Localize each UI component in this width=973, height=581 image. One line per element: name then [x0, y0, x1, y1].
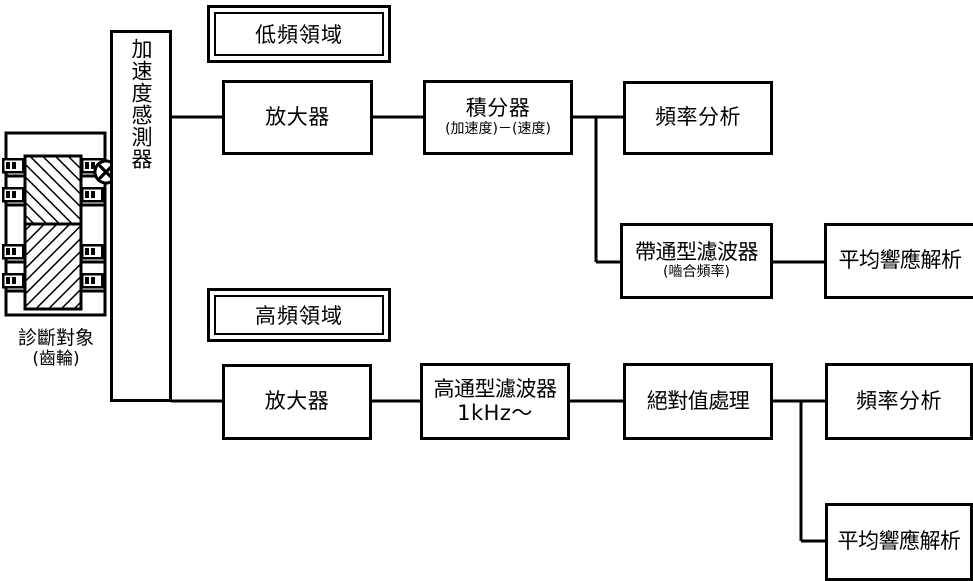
accelerometer-label: 加速度感測器 — [129, 38, 153, 170]
block-amplifier-high[interactable]: 放大器 — [222, 364, 372, 440]
block-highpass-filter-label: 高通型濾波器 — [433, 376, 558, 401]
diagnosis-target-caption: 診斷對象 (齒輪) — [0, 327, 112, 369]
diagnosis-target-caption-sub: (齒輪) — [32, 349, 80, 370]
block-integrator[interactable]: 積分器 (加速度)－(速度) — [423, 80, 573, 155]
section-banner-high-band-label: 高頻領域 — [255, 304, 343, 328]
block-amplifier-low-label: 放大器 — [265, 104, 330, 129]
section-banner-low-band: 低頻領域 — [207, 5, 391, 63]
block-frequency-analysis-bottom[interactable]: 頻率分析 — [825, 363, 973, 440]
block-integrator-sublabel: (加速度)－(速度) — [445, 120, 551, 137]
gear-teeth-left-fill — [6, 162, 16, 284]
block-amplifier-high-label: 放大器 — [264, 389, 330, 414]
section-banner-low-band-label: 低頻領域 — [255, 23, 343, 47]
block-frequency-analysis-bottom-label: 頻率分析 — [856, 388, 942, 413]
accelerometer-box[interactable] — [110, 30, 172, 402]
block-average-response-bottom[interactable]: 平均響應解析 — [825, 503, 973, 581]
block-frequency-analysis-top[interactable]: 頻率分析 — [623, 81, 773, 155]
gear-body-upper — [23, 154, 83, 226]
block-absolute-value[interactable]: 絕對值處理 — [623, 363, 773, 440]
block-amplifier-low[interactable]: 放大器 — [222, 80, 373, 155]
block-frequency-analysis-top-label: 頻率分析 — [655, 105, 741, 130]
gear-teeth-right-fill — [85, 162, 95, 284]
block-highpass-filter[interactable]: 高通型濾波器 1kHz～ — [420, 363, 570, 440]
gear-body-lower — [23, 222, 83, 311]
block-bandpass-filter[interactable]: 帶通型濾波器 (嚙合頻率) — [620, 223, 773, 299]
section-banner-high-band: 高頻領域 — [207, 288, 391, 342]
block-average-response-top-label: 平均響應解析 — [838, 248, 963, 273]
block-absolute-value-label: 絕對值處理 — [646, 388, 750, 413]
block-bandpass-filter-sublabel: (嚙合頻率) — [663, 264, 730, 281]
block-bandpass-filter-label: 帶通型濾波器 — [635, 239, 759, 264]
gear-artwork — [1, 131, 119, 317]
diagnosis-target-caption-main: 診斷對象 — [17, 327, 94, 349]
block-average-response-bottom-label: 平均響應解析 — [837, 529, 962, 554]
block-integrator-label: 積分器 — [465, 96, 531, 121]
block-highpass-filter-sublabel: 1kHz～ — [457, 400, 533, 425]
block-average-response-top[interactable]: 平均響應解析 — [824, 223, 973, 299]
